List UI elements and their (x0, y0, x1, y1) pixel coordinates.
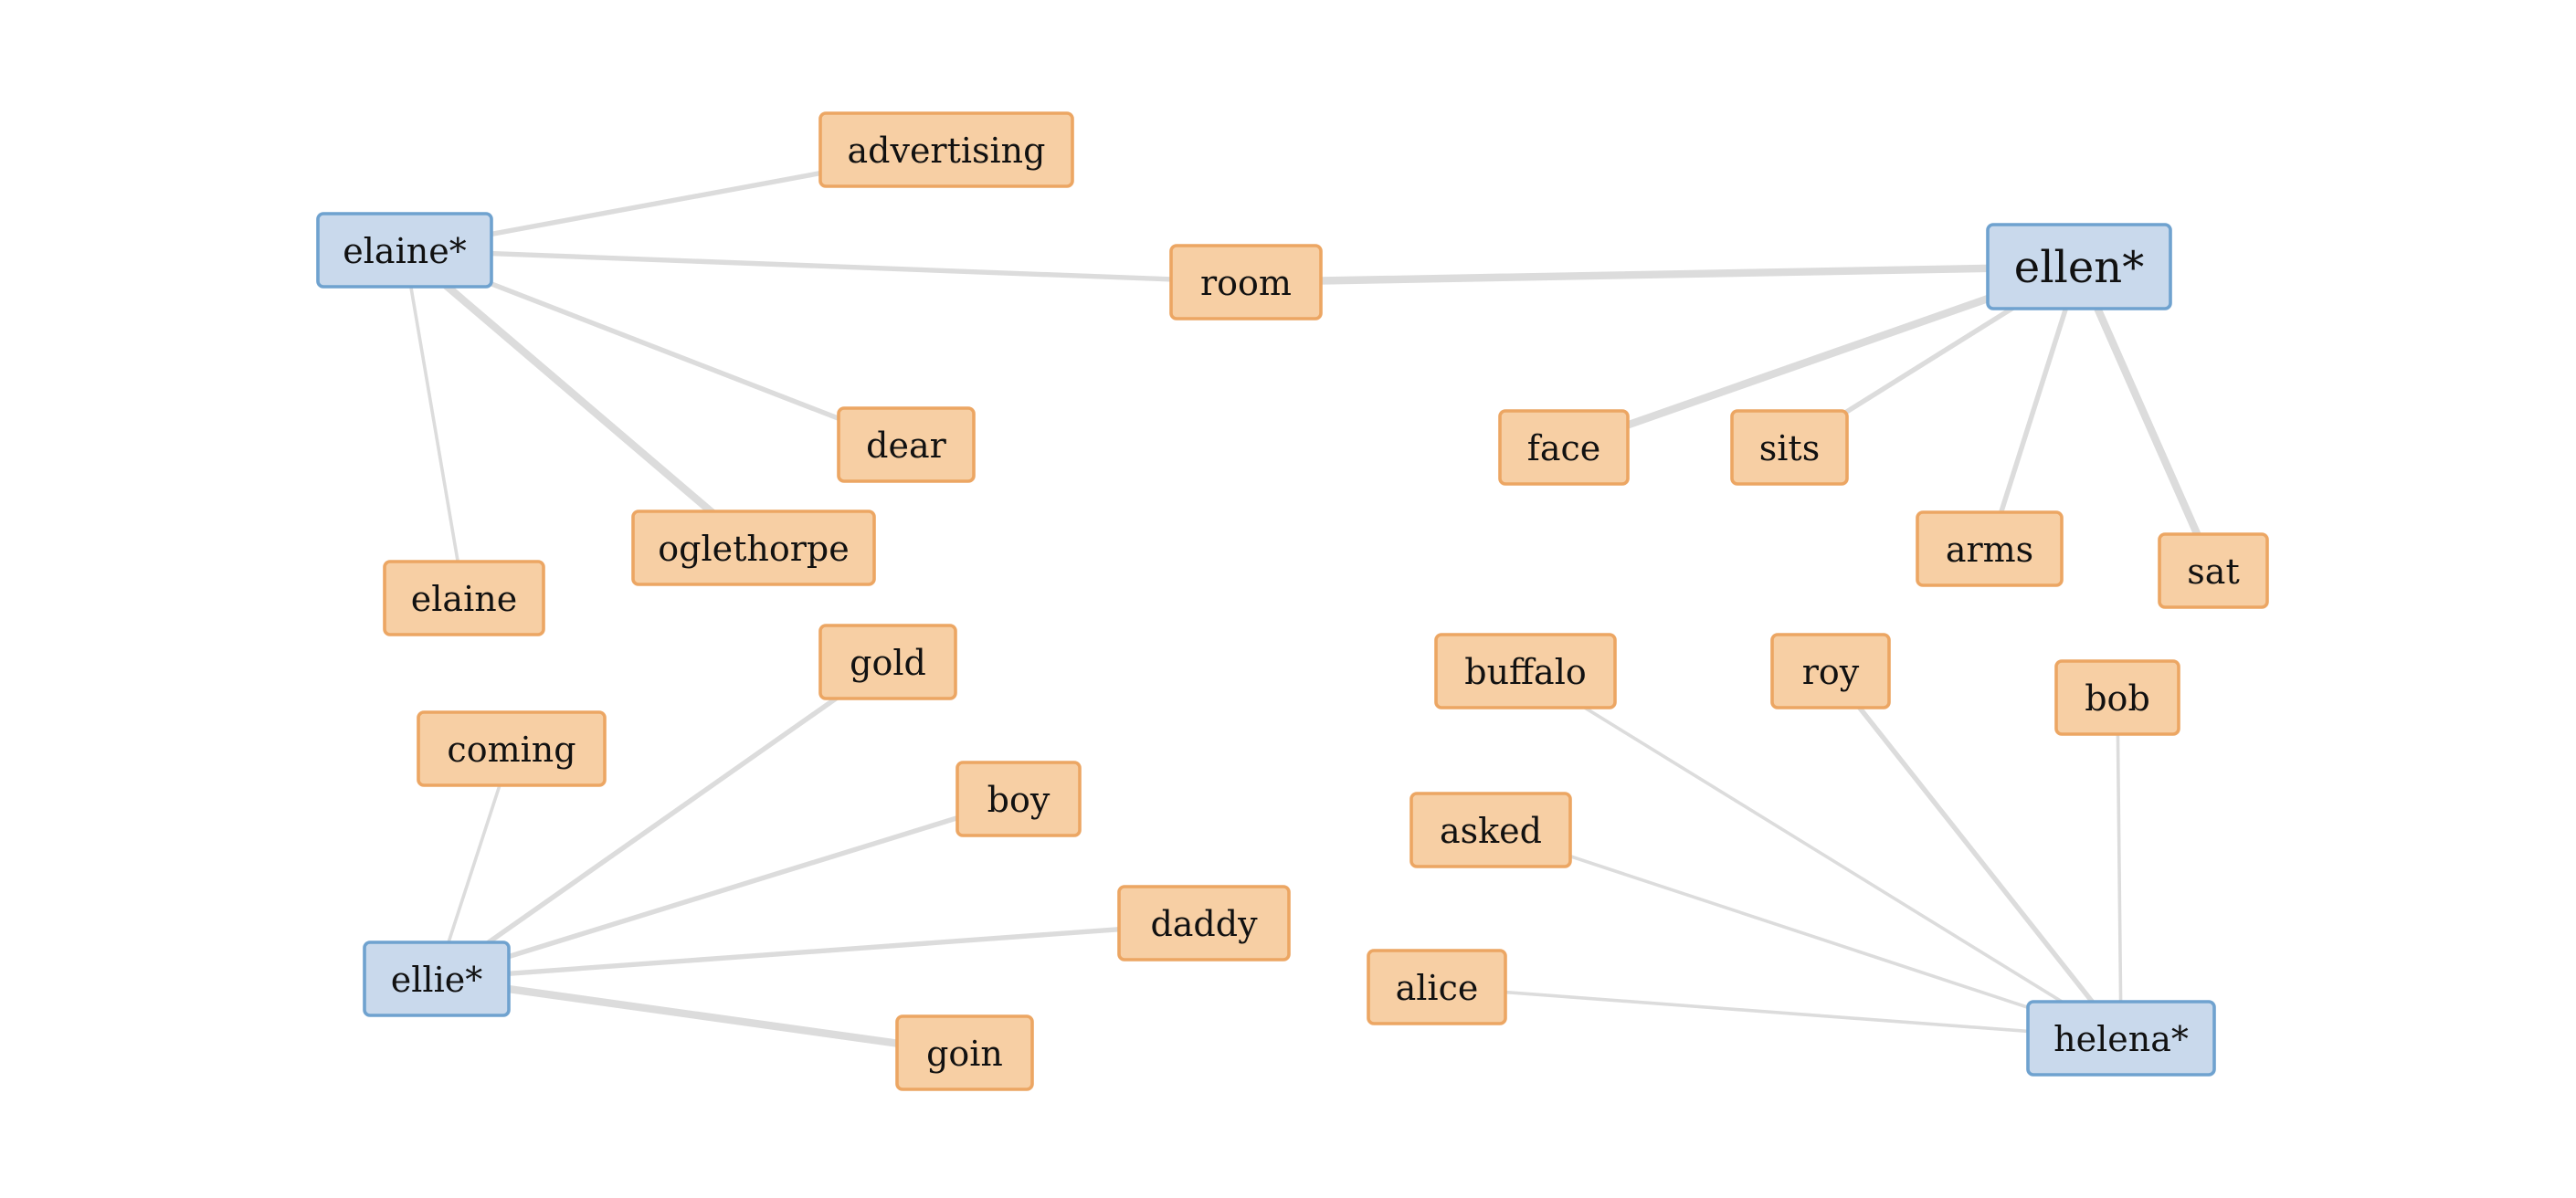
word-node-bob: bob (2054, 659, 2180, 736)
word-node-roy: roy (1770, 633, 1891, 709)
node-label: buffalo (1464, 652, 1586, 692)
node-box (837, 406, 976, 483)
node-box (2054, 659, 2180, 736)
node-box (1916, 510, 2064, 587)
node-label: roy (1802, 652, 1860, 692)
node-box (818, 624, 957, 700)
node-label: daddy (1150, 904, 1258, 944)
word-node-asked: asked (1409, 792, 1572, 868)
word-node-alice: alice (1367, 949, 1507, 1025)
node-label: bob (2085, 678, 2150, 719)
node-label: face (1527, 428, 1601, 468)
edge-ellie_p-coming (435, 747, 513, 981)
node-label: gold (850, 643, 926, 683)
node-label: room (1200, 263, 1292, 303)
person-node-helena_p: helena* (2026, 1000, 2216, 1077)
node-label: ellie* (391, 960, 482, 1000)
node-box (383, 560, 545, 636)
node-label: arms (1946, 530, 2033, 570)
node-box (2158, 532, 2269, 609)
person-node-elaine_p: elaine* (316, 212, 493, 289)
edge-helena_p-bob (2116, 696, 2123, 1040)
node-label: coming (447, 730, 575, 770)
word-node-boy: boy (955, 761, 1082, 837)
word-node-daddy: daddy (1117, 885, 1291, 962)
word-node-advertising: advertising (818, 111, 1074, 188)
node-label: alice (1396, 968, 1479, 1008)
edge-ellen_p-arms (1987, 264, 2082, 552)
node-label: helena* (2053, 1019, 2189, 1059)
node-box (818, 111, 1074, 188)
word-node-dear: dear (837, 406, 976, 483)
edge-helena_p-buffalo (1524, 669, 2123, 1040)
node-box (955, 761, 1082, 837)
edge-elaine_p-elaine (403, 248, 466, 600)
node-label: sits (1759, 428, 1820, 468)
node-box (631, 510, 876, 586)
node-label: asked (1440, 811, 1542, 851)
node-label: elaine* (343, 231, 466, 271)
node-box (1169, 244, 1323, 321)
word-node-gold: gold (818, 624, 957, 700)
node-box (2026, 1000, 2216, 1077)
edge-helena_p-asked (1489, 828, 2123, 1040)
node-box (1409, 792, 1572, 868)
node-label: elaine (411, 579, 517, 619)
node-box (1367, 949, 1507, 1025)
person-node-ellen_p: ellen* (1986, 223, 2172, 310)
node-box (1986, 223, 2172, 310)
edge-elaine_p-room (402, 247, 1249, 285)
word-node-buffalo: buffalo (1434, 633, 1617, 709)
edge-elaine_p-oglethorpe (400, 246, 758, 552)
word-node-coming: coming (417, 710, 607, 787)
node-box (1770, 633, 1891, 709)
node-label: advertising (848, 131, 1046, 171)
edge-ellie_p-gold (434, 659, 891, 982)
edge-ellen_p-sat (2075, 262, 2218, 575)
edge-ellen_p-room (1241, 262, 2084, 287)
word-node-oglethorpe: oglethorpe (631, 510, 876, 586)
node-box (1498, 409, 1630, 486)
word-node-sat: sat (2158, 532, 2269, 609)
edge-ellie_p-daddy (434, 920, 1207, 982)
edge-helena_p-alice (1435, 985, 2123, 1040)
word-node-room: room (1169, 244, 1323, 321)
word-node-sits: sits (1730, 409, 1849, 486)
node-box (1117, 885, 1291, 962)
node-box (363, 941, 511, 1017)
node-label: ellen* (2014, 242, 2144, 293)
node-label: dear (866, 426, 946, 466)
node-box (1730, 409, 1849, 486)
node-box (316, 212, 493, 289)
word-node-elaine: elaine (383, 560, 545, 636)
edge-helena_p-roy (1828, 668, 2124, 1041)
edge-ellie_p-goin (432, 974, 969, 1057)
node-label: goin (926, 1034, 1003, 1074)
node-layer: elaine* ellen* ellie* helena* advertising roo… (316, 111, 2269, 1091)
word-node-arms: arms (1916, 510, 2064, 587)
word-node-goin: goin (895, 1014, 1034, 1091)
node-label: sat (2187, 552, 2239, 592)
word-node-face: face (1498, 409, 1630, 486)
node-box (1434, 633, 1617, 709)
node-label: oglethorpe (658, 529, 849, 569)
person-node-ellie_p: ellie* (363, 941, 511, 1017)
edge-ellie_p-boy (434, 796, 1021, 982)
node-box (417, 710, 607, 787)
node-label: boy (987, 780, 1050, 820)
node-box (895, 1014, 1034, 1091)
